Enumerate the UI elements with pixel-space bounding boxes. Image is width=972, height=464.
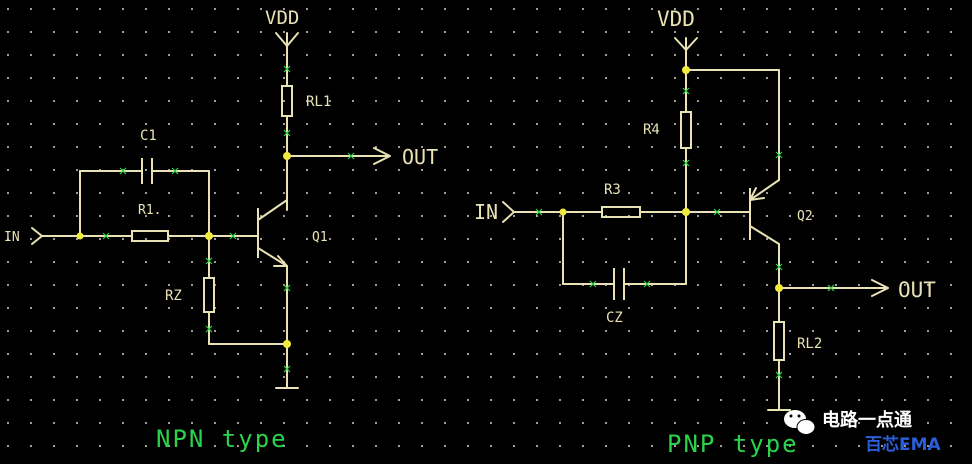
npn-q1-label: Q1 <box>312 230 328 245</box>
pnp-junction-vdd <box>682 66 690 74</box>
npn-junction-out <box>283 152 291 160</box>
pnp-c2-label: CZ <box>606 310 623 326</box>
pnp-out-arrow <box>871 279 889 297</box>
watermark-text: 电路一点通 <box>822 409 912 431</box>
pnp-q2-emitter-arrow <box>749 187 765 201</box>
pnp-q2-label: Q2 <box>797 209 813 224</box>
npn-rl1-label: RL1 <box>306 94 331 110</box>
pnp-rl2-label: RL2 <box>797 336 822 352</box>
npn-vdd-label: VDD <box>265 7 299 29</box>
npn-junction-ground <box>283 340 291 348</box>
npn-circuit: VDD RL1 OUT Q1 IN R1. C1 <box>4 7 438 453</box>
pnp-junction-base <box>682 208 690 216</box>
npn-junction-base <box>205 232 213 240</box>
npn-r1-label: R1. <box>138 203 161 218</box>
pnp-r3-label: R3 <box>604 182 621 198</box>
pnp-junction-out <box>775 284 783 292</box>
npn-type-caption: NPN type <box>156 425 288 453</box>
pnp-circuit: VDD R4 Q2 OUT RL2 IN R3 <box>474 7 936 458</box>
watermark-brand: 百芯EMA <box>865 434 942 455</box>
wechat-icon <box>784 410 816 435</box>
npn-junction-in <box>76 232 84 240</box>
npn-out-label: OUT <box>402 145 438 169</box>
pnp-vdd-label: VDD <box>657 7 695 31</box>
grid-dots <box>7 8 952 447</box>
pnp-junction-in <box>559 208 567 216</box>
npn-out-arrow <box>373 147 391 165</box>
npn-r2-label: RZ <box>165 288 182 304</box>
npn-c1-label: C1 <box>140 128 157 144</box>
pnp-r4-label: R4 <box>643 122 660 138</box>
pnp-in-label: IN <box>474 200 498 224</box>
npn-in-label: IN <box>4 230 20 245</box>
pnp-out-label: OUT <box>898 278 936 302</box>
watermark: 电路一点通 百芯EMA <box>784 409 942 455</box>
pnp-type-caption: PNP type <box>667 430 799 458</box>
